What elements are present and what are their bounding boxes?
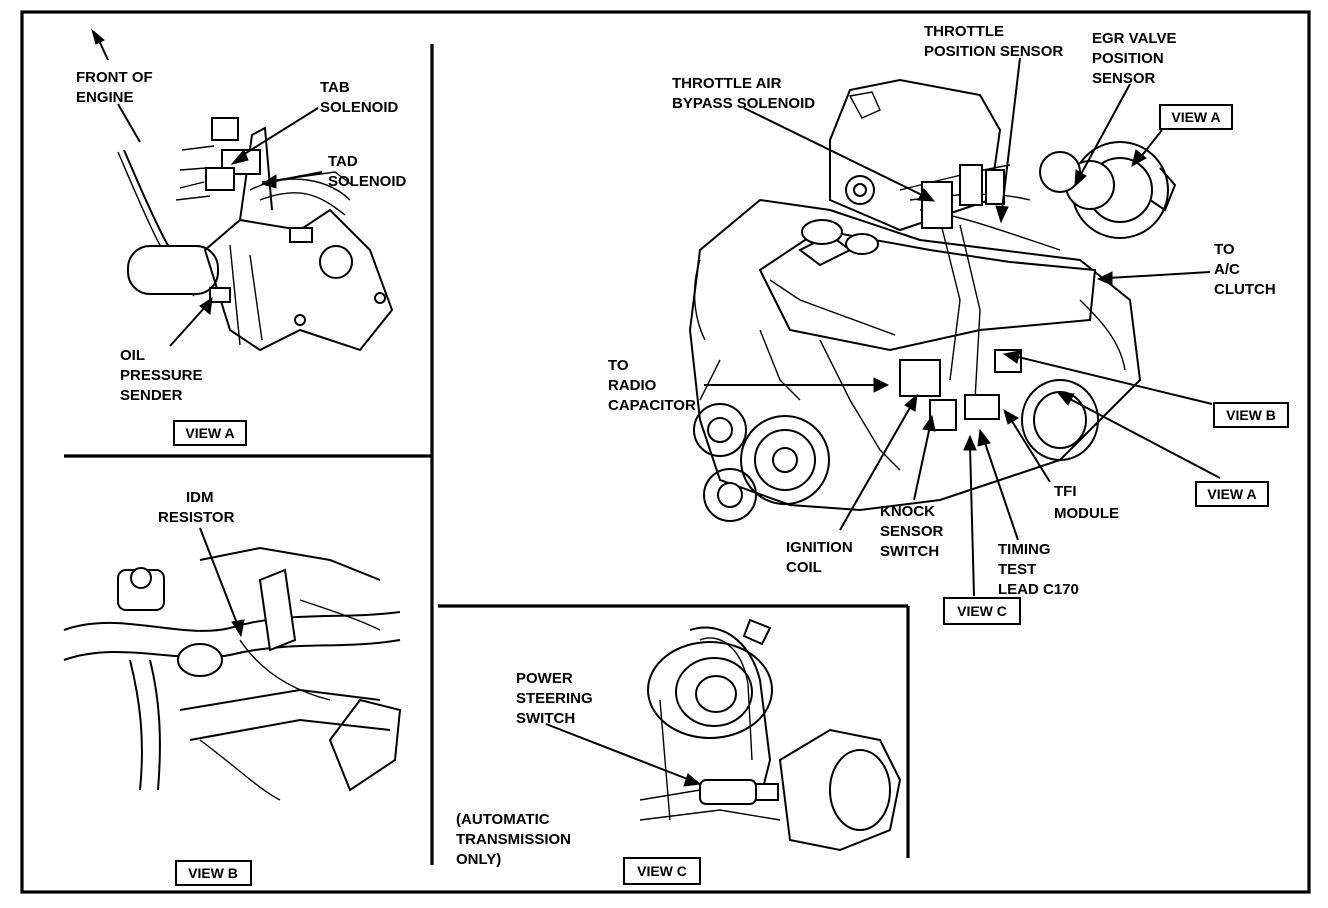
view-b-arrow — [1002, 350, 1213, 405]
ignition-coil-arrow — [839, 393, 918, 531]
main-view-c-box-label: VIEW C — [957, 603, 1007, 619]
power-steering-arrow — [545, 723, 702, 787]
front-of-engine-label: FRONT OF ENGINE — [76, 69, 157, 106]
view-a-top-arrow — [1131, 129, 1163, 168]
view-b-engine-drawing — [63, 546, 402, 801]
idm-resistor-label: IDM RESISTOR — [158, 489, 235, 526]
main-view-a-top-box — [1159, 104, 1233, 130]
throttle-position-sensor-arrow — [995, 57, 1021, 224]
oil-sender-arrow — [169, 296, 213, 347]
view-c-box-label: VIEW C — [637, 863, 687, 879]
timing-test-lead-arrow — [977, 428, 1019, 541]
tad-solenoid-arrow — [260, 171, 323, 189]
view-a-box-label: VIEW A — [185, 425, 234, 441]
power-steering-switch-label: POWER STEERING SWITCH — [516, 670, 597, 727]
main-view-c-box — [943, 597, 1021, 625]
main-view-a-right-box-label: VIEW A — [1207, 486, 1256, 502]
to-radio-capacitor-arrow — [704, 377, 890, 393]
main-engine-drawing — [688, 78, 1177, 522]
tfi-module-label: TFI MODULE — [1054, 483, 1119, 522]
main-engine-panel: THROTTLE POSITION SENSOR EGR VALVE POSIT… — [608, 23, 1289, 625]
egr-valve-arrow — [1074, 83, 1131, 188]
view-c-drawing — [639, 618, 902, 852]
tab-solenoid-arrow — [230, 107, 319, 165]
to-ac-clutch-label: TO A/C CLUTCH — [1214, 241, 1276, 298]
tad-solenoid-label: TAD SOLENOID — [328, 153, 407, 190]
egr-valve-position-sensor-label: EGR VALVE POSITION SENSOR — [1092, 30, 1181, 87]
knock-sensor-arrow — [913, 414, 936, 501]
outer-frame — [20, 10, 1311, 894]
ignition-coil-label: IGNITION COIL — [786, 539, 857, 576]
view-a-panel: FRONT OF ENGINE TAB SOLENOID TAD SOLENOI… — [76, 28, 407, 446]
main-view-a-right-box — [1195, 481, 1269, 507]
front-arrow-icon — [91, 28, 141, 143]
main-view-b-box — [1213, 402, 1289, 428]
oil-pressure-sender-label: OIL PRESSURE SENDER — [120, 347, 207, 404]
timing-test-lead-label: TIMING TEST LEAD C170 — [998, 541, 1079, 598]
view-b-panel: IDM RESISTOR VIEW B — [63, 489, 402, 886]
view-a-right-arrow — [1056, 392, 1221, 479]
automatic-transmission-note: (AUTOMATIC TRANSMISSION ONLY) — [456, 811, 575, 868]
view-b-box-label: VIEW B — [188, 865, 238, 881]
idm-resistor-arrow — [199, 527, 245, 638]
tfi-module-arrow — [1003, 408, 1051, 483]
main-view-b-box-label: VIEW B — [1226, 407, 1276, 423]
knock-sensor-switch-label: KNOCK SENSOR SWITCH — [880, 503, 948, 560]
view-c-box — [623, 857, 701, 885]
view-a-box — [173, 420, 247, 446]
view-c-arrow — [963, 434, 977, 597]
tab-solenoid-label: TAB SOLENOID — [320, 79, 399, 116]
throttle-air-bypass-solenoid-label: THROTTLE AIR BYPASS SOLENOID — [672, 75, 815, 112]
view-b-box — [175, 860, 252, 886]
to-ac-clutch-arrow — [1096, 271, 1211, 286]
view-c-panel: POWER STEERING SWITCH (AUTOMATIC TRANSMI… — [456, 618, 902, 885]
throttle-air-bypass-arrow — [743, 107, 936, 202]
main-view-a-top-box-label: VIEW A — [1171, 109, 1220, 125]
throttle-position-sensor-label: THROTTLE POSITION SENSOR — [924, 23, 1063, 60]
to-radio-capacitor-label: TO RADIO CAPACITOR — [608, 357, 696, 414]
